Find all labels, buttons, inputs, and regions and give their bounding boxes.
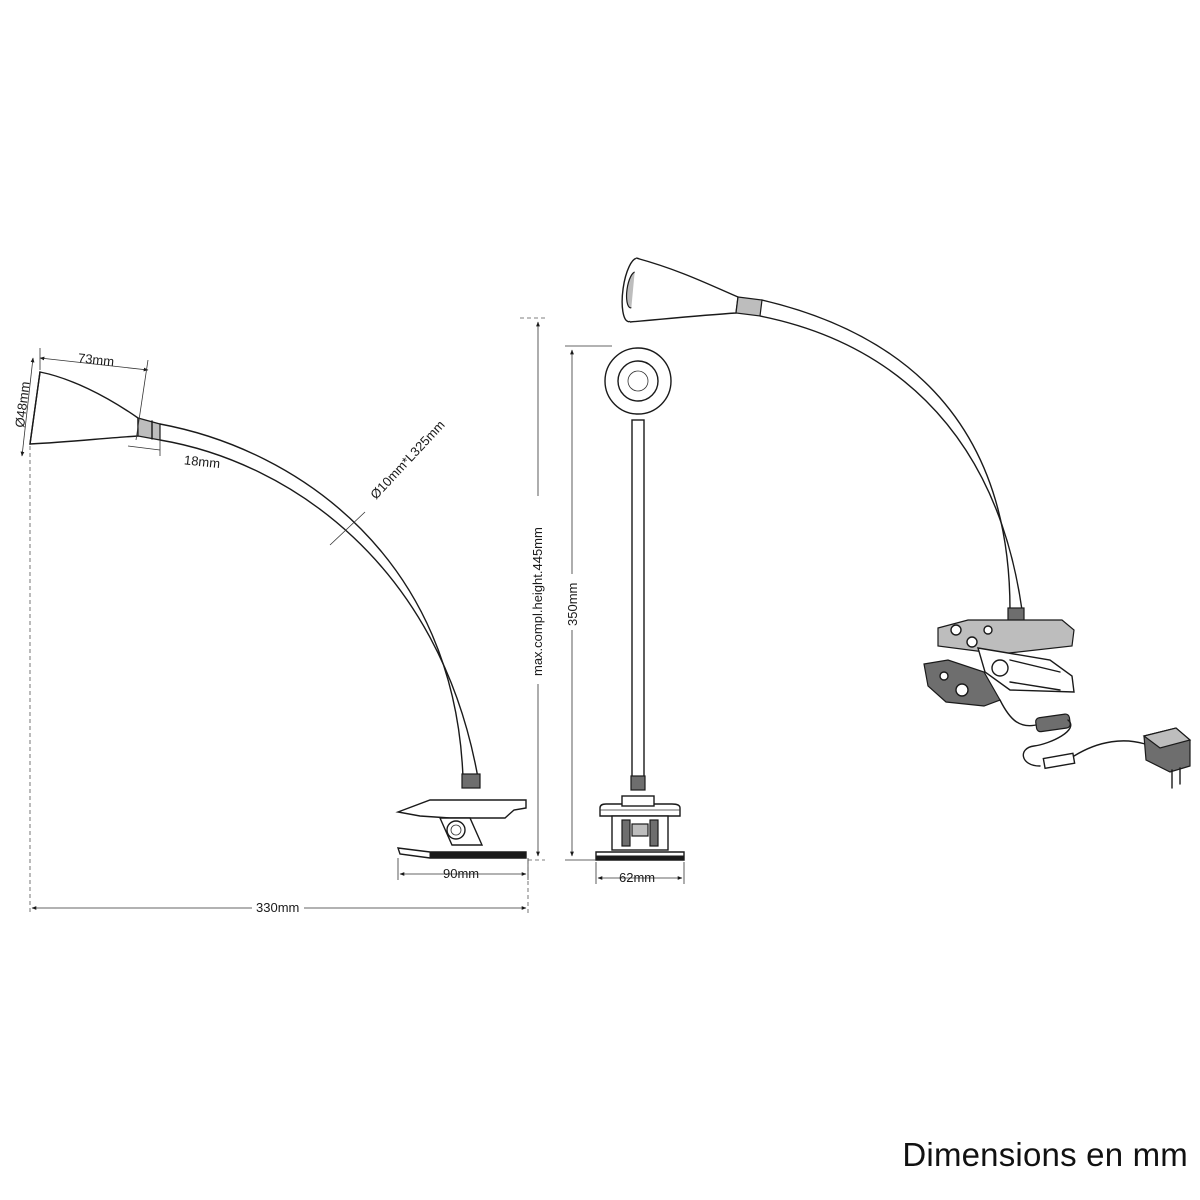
side-joint: [461, 773, 481, 789]
side-gooseneck: [159, 423, 464, 779]
perspective-cable: [999, 699, 1041, 727]
perspective-connector: [1042, 752, 1076, 770]
front-gooseneck: [631, 419, 645, 779]
side-lamp-head: [29, 371, 139, 445]
dim-front-height: 350mm: [565, 583, 580, 626]
dim-head-length: 73mm: [77, 350, 114, 369]
side-clamp-upper: [395, 799, 527, 819]
perspective-clamp-body: [977, 647, 1075, 693]
side-collar: [137, 417, 161, 441]
side-clamp-pivot: [446, 820, 466, 840]
front-dimensions: 350mm 62mm: [562, 345, 685, 885]
perspective-switch: [1035, 713, 1071, 733]
dim-clamp-front-width: 62mm: [619, 870, 655, 885]
dim-collar-length: 18mm: [183, 452, 220, 471]
dim-clamp-side-width: 90mm: [443, 866, 479, 881]
dim-max-height: max.compl.height.445mm: [530, 527, 545, 676]
dim-head-diameter: Ø48mm: [12, 381, 33, 429]
caption: Dimensions en mm: [902, 1136, 1188, 1173]
dim-gooseneck: Ø10mm*L325mm: [367, 417, 447, 502]
perspective-view: [621, 257, 1192, 789]
perspective-gooseneck: [761, 299, 1011, 611]
front-view: [595, 347, 685, 861]
dim-total-length: 330mm: [256, 900, 299, 915]
side-view: [29, 371, 527, 859]
